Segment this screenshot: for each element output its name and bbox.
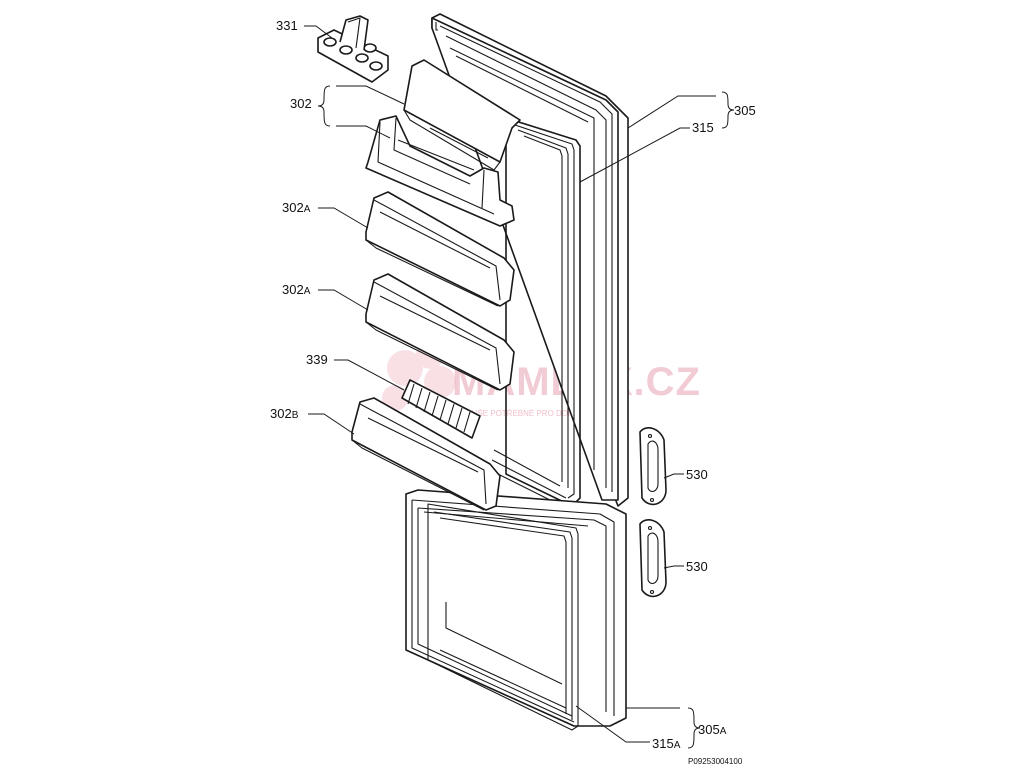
label-305: 305	[734, 103, 756, 118]
upper-gasket-315	[489, 117, 581, 507]
dairy-shelf-302	[365, 115, 515, 227]
drawing-code: P09253004100	[688, 757, 743, 766]
bottle-retainer-339	[401, 379, 481, 439]
part-labels: 331 302 302A 302A 339 302B 305 315 530 5…	[270, 18, 756, 766]
watermark-tagline: VŠE POTŘEBNÉ PRO DOMÁCNOST	[472, 409, 608, 418]
label-305a: 305A	[698, 722, 727, 737]
leader-lines	[304, 25, 735, 749]
label-530-lower: 530	[686, 559, 708, 574]
lower-gasket-315a	[427, 503, 579, 731]
door-handle-530-lower	[639, 519, 667, 598]
label-315: 315	[692, 120, 714, 135]
label-331: 331	[276, 18, 298, 33]
label-302a-2: 302A	[282, 282, 311, 297]
lower-door-305a	[405, 489, 627, 727]
dairy-compartment-cover-302	[403, 59, 521, 171]
door-shelf-302a-1	[365, 191, 515, 307]
door-shelf-302a-2	[365, 273, 515, 391]
label-302a-1: 302A	[282, 200, 311, 215]
label-339: 339	[306, 352, 328, 367]
door-handle-530-upper	[639, 427, 667, 506]
egg-tray-331	[317, 15, 389, 83]
label-315a: 315A	[652, 736, 681, 751]
label-530-upper: 530	[686, 467, 708, 482]
label-302b: 302B	[270, 406, 299, 421]
label-302: 302	[290, 96, 312, 111]
bottle-shelf-302b	[351, 397, 501, 511]
